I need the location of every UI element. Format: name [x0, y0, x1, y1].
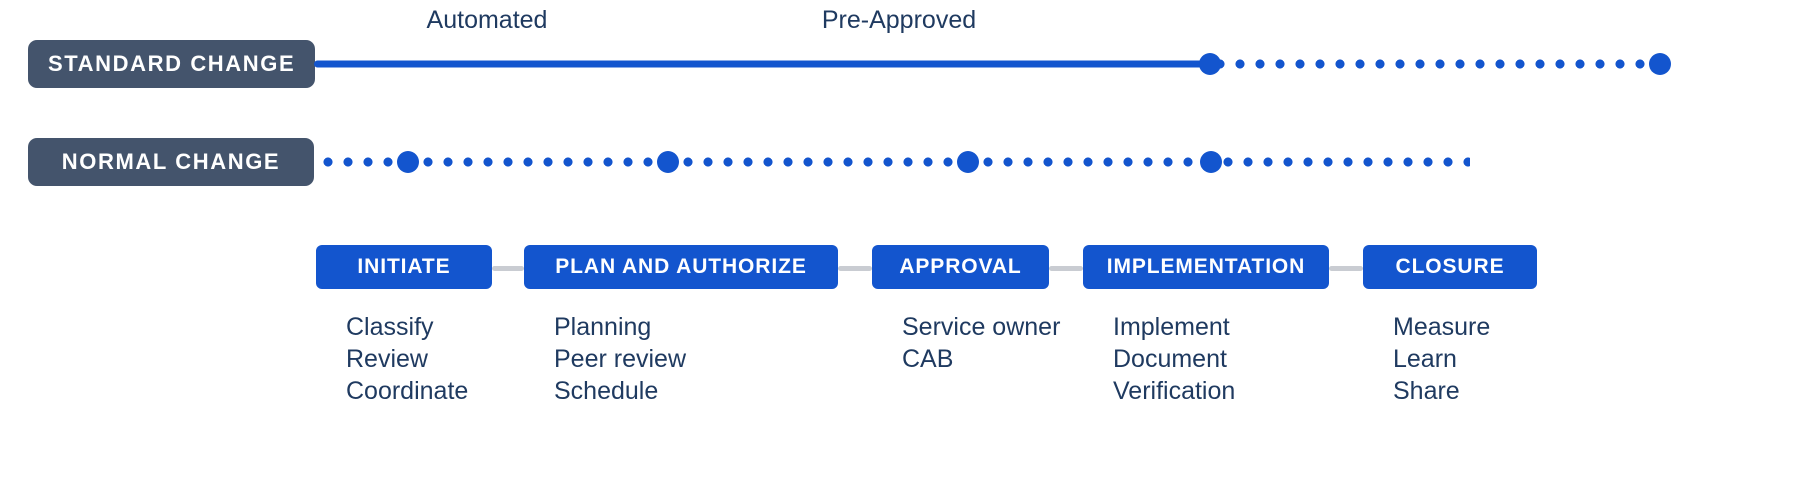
stage-pill-label[interactable]: INITIATE	[316, 245, 492, 289]
stage-list-item: Learn	[1393, 345, 1457, 373]
change-row-standard: STANDARD CHANGE Automated Pre-Approved	[0, 6, 1798, 100]
timeline-dotted-segment	[1210, 59, 1660, 69]
stage-pill-label[interactable]: IMPLEMENTATION	[1083, 245, 1329, 289]
stage-list-item: Document	[1113, 345, 1227, 373]
stage-item-list: Measure Learn Share	[1363, 311, 1537, 407]
timeline-solid-segment	[314, 60, 1210, 68]
stage-connector	[492, 266, 524, 271]
stage-connector	[1049, 266, 1083, 271]
timeline-node	[1200, 151, 1222, 173]
stage-initiate[interactable]: INITIATE Classify Review Coordinate	[316, 245, 492, 407]
stage-item-list: Implement Document Verification	[1083, 311, 1329, 407]
stage-list-item: Service owner	[902, 313, 1061, 341]
stage-implementation[interactable]: IMPLEMENTATION Implement Document Verifi…	[1083, 245, 1329, 407]
stage-closure[interactable]: CLOSURE Measure Learn Share	[1363, 245, 1537, 407]
stage-pill-label[interactable]: CLOSURE	[1363, 245, 1537, 289]
stage-pill-label[interactable]: PLAN AND AUTHORIZE	[524, 245, 838, 289]
change-row-normal: NORMAL CHANGE	[0, 138, 1798, 198]
stage-list-item: Peer review	[554, 345, 686, 373]
row-label-standard-change: STANDARD CHANGE	[28, 40, 316, 88]
stage-list-item: Coordinate	[346, 377, 469, 405]
stage-item-list: Service owner CAB	[872, 311, 1061, 375]
stage-approval[interactable]: APPROVAL Service owner CAB	[872, 245, 1061, 375]
stage-pipeline: INITIATE Classify Review Coordinate PLAN…	[316, 245, 1766, 460]
stage-list-item: CAB	[902, 345, 954, 373]
stage-list-item: Share	[1393, 377, 1460, 405]
timeline-node	[657, 151, 679, 173]
stage-list-item: Classify	[346, 313, 434, 341]
stage-list-item: Measure	[1393, 313, 1491, 341]
stage-pill-label[interactable]: APPROVAL	[872, 245, 1049, 289]
stage-list-item: Implement	[1113, 313, 1230, 341]
row-label-normal-change: NORMAL CHANGE	[28, 138, 314, 186]
stage-connector	[838, 266, 872, 271]
stage-list-item: Schedule	[554, 377, 659, 405]
stage-item-list: Classify Review Coordinate	[316, 311, 492, 407]
stage-list-item: Review	[346, 345, 428, 373]
track-standard-change: Automated Pre-Approved	[314, 6, 1798, 88]
stage-item-list: Planning Peer review Schedule	[524, 311, 838, 407]
timeline-node	[397, 151, 419, 173]
timeline-node	[1199, 53, 1221, 75]
phase-caption-pre-approved: Pre-Approved	[821, 6, 977, 34]
timeline-node	[957, 151, 979, 173]
stage-list-item: Planning	[554, 313, 652, 341]
stage-connector	[1329, 266, 1363, 271]
track-normal-change	[314, 138, 1798, 186]
timeline-node	[1649, 53, 1671, 75]
phase-caption-automated: Automated	[426, 6, 548, 34]
stage-plan-and-authorize[interactable]: PLAN AND AUTHORIZE Planning Peer review …	[524, 245, 838, 407]
stage-list-item: Verification	[1113, 377, 1236, 405]
timeline-dotted-segment	[318, 157, 1470, 167]
